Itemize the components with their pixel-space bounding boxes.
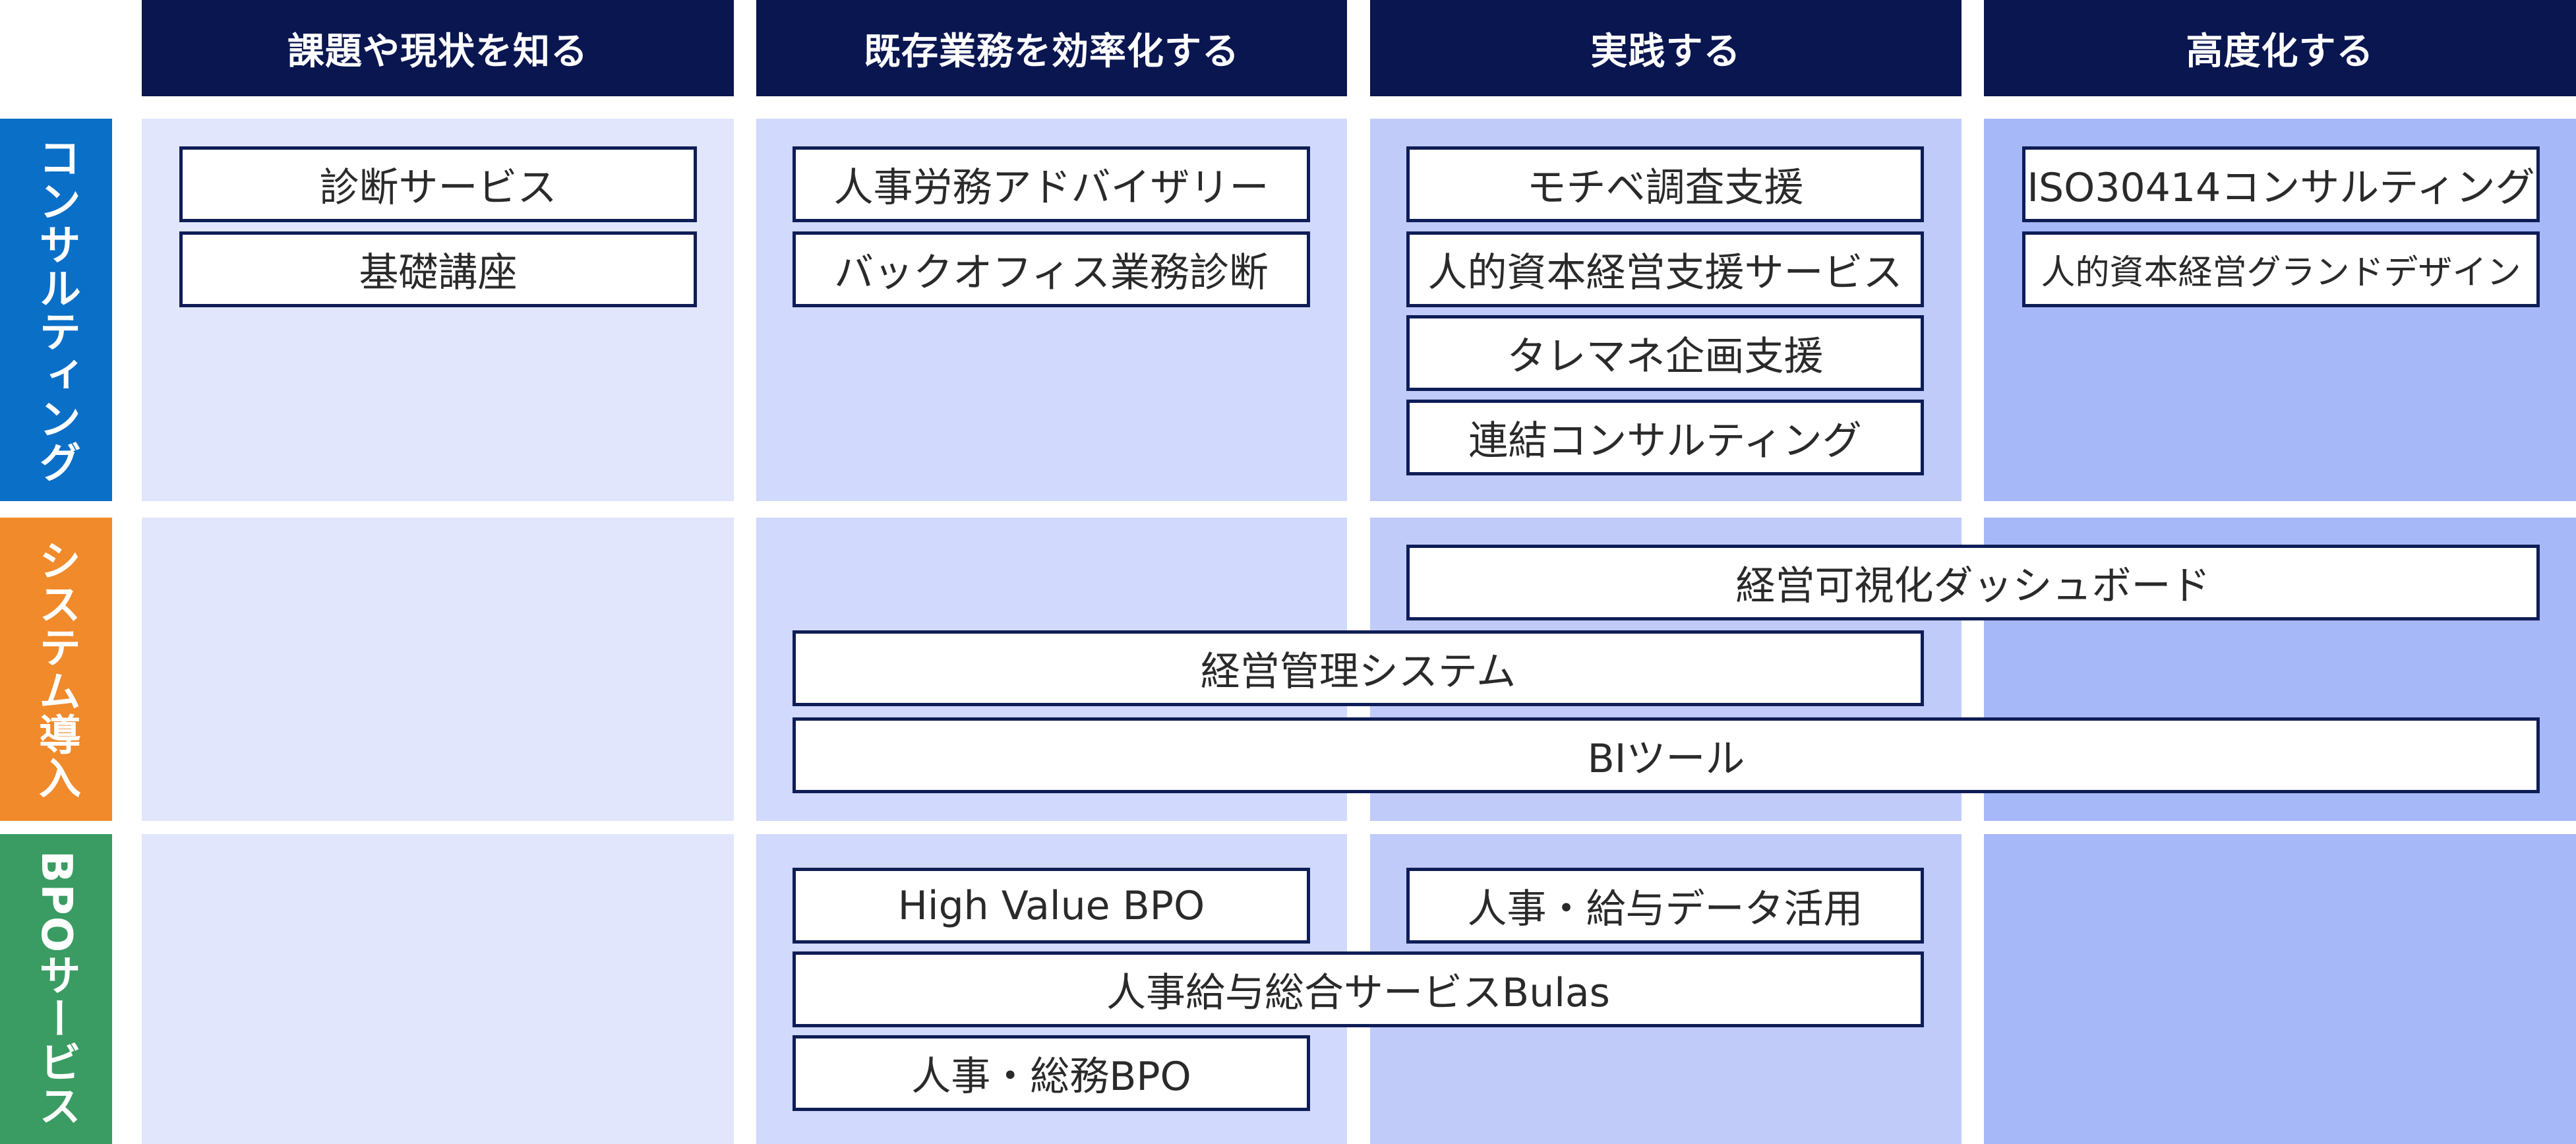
row-label-consulting: コンサルティング	[0, 119, 112, 501]
grid-cell	[142, 518, 734, 821]
service-talent-planning[interactable]: タレマネ企画支援	[1406, 315, 1924, 391]
service-backoffice-diagnosis[interactable]: バックオフィス業務診断	[793, 231, 1310, 307]
service-bi-tool[interactable]: BIツール	[793, 717, 2540, 793]
service-basic-course[interactable]: 基礎講座	[179, 231, 697, 307]
service-high-value-bpo[interactable]: High Value BPO	[793, 868, 1310, 944]
service-diagnosis[interactable]: 診断サービス	[179, 146, 697, 222]
service-general-bpo[interactable]: 人事・総務BPO	[793, 1035, 1310, 1111]
service-iso30414[interactable]: ISO30414コンサルティング	[2022, 146, 2540, 222]
service-consolidated-consulting[interactable]: 連結コンサルティング	[1406, 400, 1924, 475]
column-header-know: 課題や現状を知る	[142, 0, 734, 96]
service-bulas[interactable]: 人事給与総合サービスBulas	[793, 951, 1924, 1027]
column-header-practice: 実践する	[1370, 0, 1962, 96]
row-label-system: システム導入	[0, 518, 112, 821]
service-human-capital-support[interactable]: 人的資本経営支援サービス	[1406, 231, 1924, 307]
column-header-advance: 高度化する	[1984, 0, 2576, 96]
service-hr-advisory[interactable]: 人事労務アドバイザリー	[793, 146, 1310, 222]
service-dashboard[interactable]: 経営可視化ダッシュボード	[1406, 545, 2540, 620]
service-motivation-survey[interactable]: モチベ調査支援	[1406, 146, 1924, 222]
service-human-capital-design[interactable]: 人的資本経営グランドデザイン	[2022, 231, 2540, 307]
grid-cell	[1984, 834, 2576, 1144]
service-management-system[interactable]: 経営管理システム	[793, 630, 1924, 706]
grid-cell	[142, 834, 734, 1144]
column-header-efficiency: 既存業務を効率化する	[756, 0, 1347, 96]
service-data-utilization[interactable]: 人事・給与データ活用	[1406, 868, 1924, 944]
row-label-bpo: BPOサービス	[0, 834, 112, 1144]
